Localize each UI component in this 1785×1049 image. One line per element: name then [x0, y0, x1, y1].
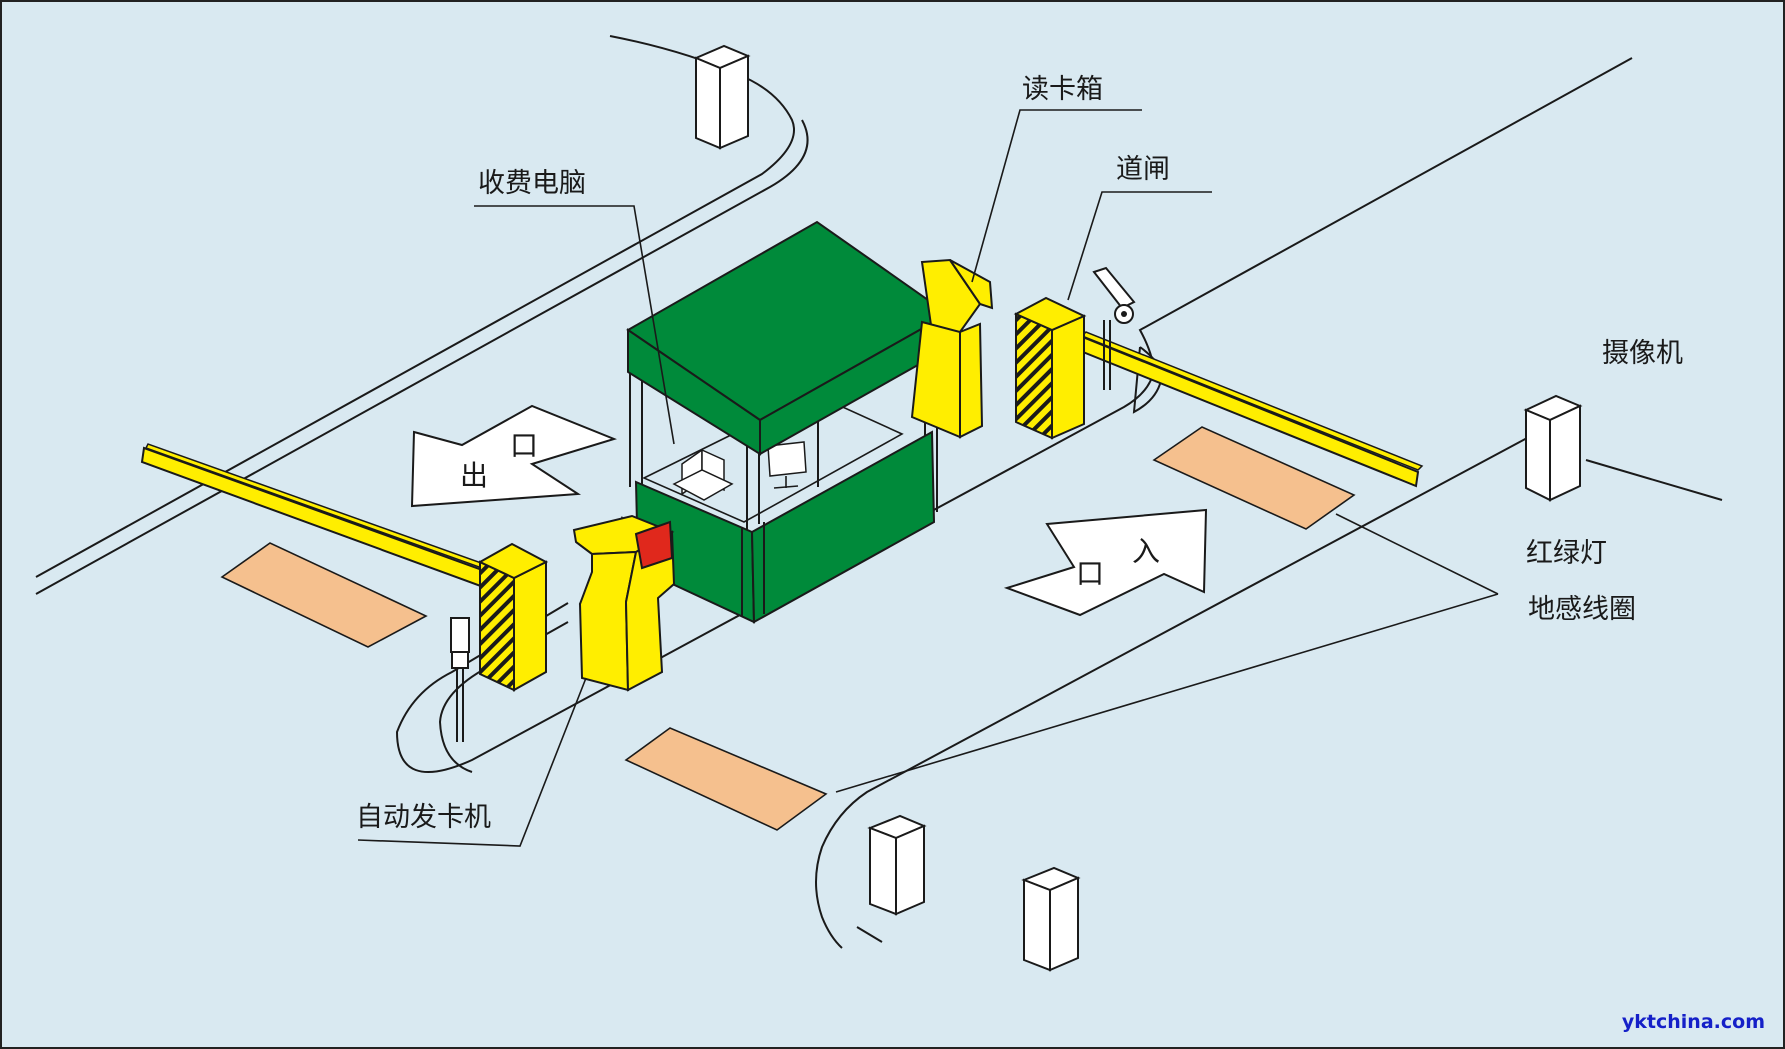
monitor-icon: [767, 441, 807, 489]
card-dispenser-icon: [572, 514, 676, 692]
label-camera: 摄像机: [1602, 338, 1683, 369]
bollard-bottom-right: [1021, 866, 1081, 972]
exit-sign-char-2: 口: [510, 429, 539, 462]
ground-loops: [220, 426, 1356, 831]
camera-icon: [1092, 266, 1136, 390]
bollard-top: [693, 44, 751, 150]
booth: [626, 220, 950, 624]
gate-cabinet-left-top: [477, 542, 549, 580]
gate-cabinet-right-side: [1051, 314, 1085, 440]
exit-arrow: [410, 404, 618, 508]
label-toll-computer: 收费电脑: [478, 168, 586, 199]
entrance-sign-char-2: 入: [1132, 535, 1161, 568]
pole-light-left-icon: [450, 617, 470, 742]
ground-loop-left: [220, 542, 428, 648]
ground-loop-front: [624, 727, 828, 831]
card-reader-box-icon: [910, 258, 994, 439]
entrance-sign-char-1: 口: [1076, 557, 1105, 590]
watermark: yktchina.com: [1621, 1011, 1765, 1033]
label-traffic-light: 红绿灯: [1526, 538, 1607, 569]
barrier-gate-left: [140, 443, 549, 692]
entrance-arrow: [1003, 508, 1208, 617]
leader-lines: [357, 109, 1499, 847]
gate-cabinet-left-front: [479, 560, 515, 692]
barrier-gate-right: [1013, 296, 1424, 488]
label-auto-card-dispenser: 自动发卡机: [356, 802, 491, 833]
booth-side-wall: [750, 430, 936, 624]
exit-sign-char-1: 出: [460, 459, 489, 492]
traffic-light-icon: [1523, 394, 1583, 502]
toll-computer-icon: [672, 448, 734, 501]
label-barrier-gate: 道闸: [1116, 154, 1170, 185]
label-ground-loop: 地感线圈: [1528, 594, 1636, 625]
ground-loop-right: [1152, 426, 1356, 530]
gate-cabinet-right-top: [1013, 296, 1087, 332]
dispenser-red-panel: [634, 520, 674, 570]
gate-cabinet-left-side: [513, 560, 547, 692]
label-card-reader-box: 读卡箱: [1022, 74, 1103, 105]
bollard-bottom-left: [867, 814, 927, 916]
gate-cabinet-right-front: [1015, 312, 1053, 440]
